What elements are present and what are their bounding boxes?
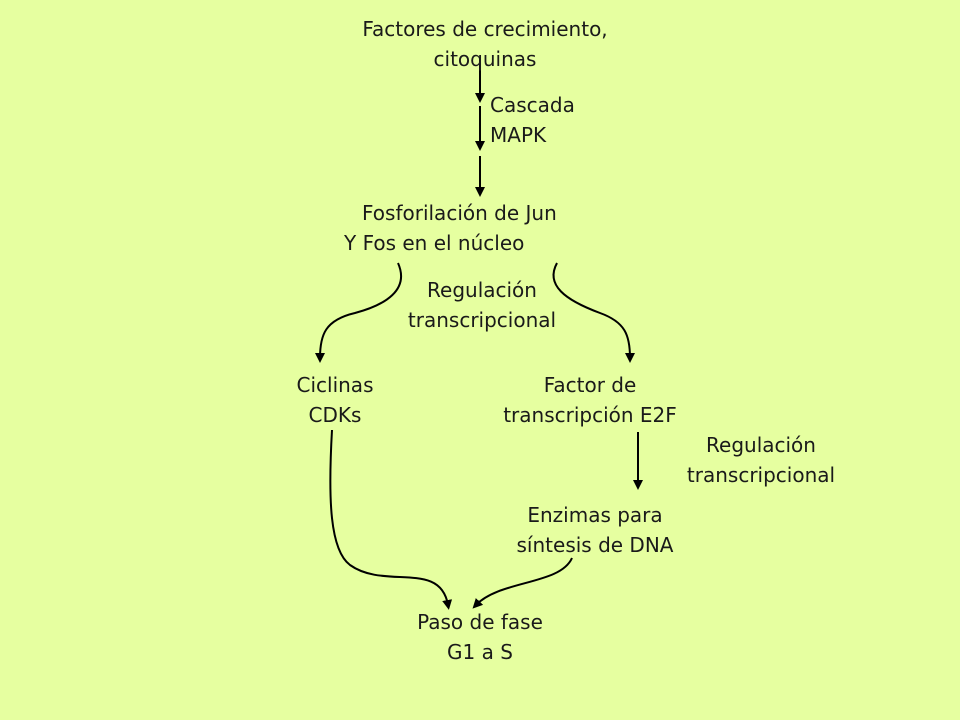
regulation-right-line2: transcripcional [686,463,836,487]
node-e2f: Factor de transcripción E2F [478,370,702,430]
cyclins-line2: CDKs [308,403,362,427]
arrow-cyclins-to-transition [329,429,453,610]
transition-line2: G1 a S [447,640,513,664]
mapk-line2: MAPK [490,123,547,147]
node-mapk: Cascada MAPK [490,90,575,150]
phosphorylation-line1: Fosforilación de Jun [362,201,557,225]
phosphorylation-line2: Y Fos en el núcleo [344,231,525,255]
enzymes-line2: síntesis de DNA [516,533,674,557]
node-regulation-right: Regulación transcripcional [670,430,852,490]
regulation-top-line1: Regulación [427,278,537,302]
arrow-phosphorylation-to-e2f [552,262,635,363]
growth-factors-line1: Factores de crecimiento, [362,17,608,41]
node-regulation-top: Regulación transcripcional [392,275,572,335]
e2f-line1: Factor de [543,373,637,397]
regulation-top-line2: transcripcional [407,308,557,332]
enzymes-line1: Enzimas para [527,503,663,527]
transition-line1: Paso de fase [417,610,543,634]
arrow-phosphorylation-to-cyclins [315,262,403,363]
mapk-line1: Cascada [490,93,575,117]
regulation-right-line1: Regulación [706,433,816,457]
arrow-enzymes-to-transition [472,557,573,609]
node-enzymes: Enzimas para síntesis de DNA [490,500,700,560]
node-growth-factors: Factores de crecimiento, citoquinas [330,14,640,74]
node-transition: Paso de fase G1 a S [390,607,570,667]
cyclins-line1: Ciclinas [296,373,374,397]
node-phosphorylation: Fosforilación de Jun Y Fos en el núcleo [340,198,557,258]
e2f-line2: transcripción E2F [503,403,677,427]
node-cyclins: Ciclinas CDKs [280,370,390,430]
growth-factors-line2: citoquinas [433,47,537,71]
